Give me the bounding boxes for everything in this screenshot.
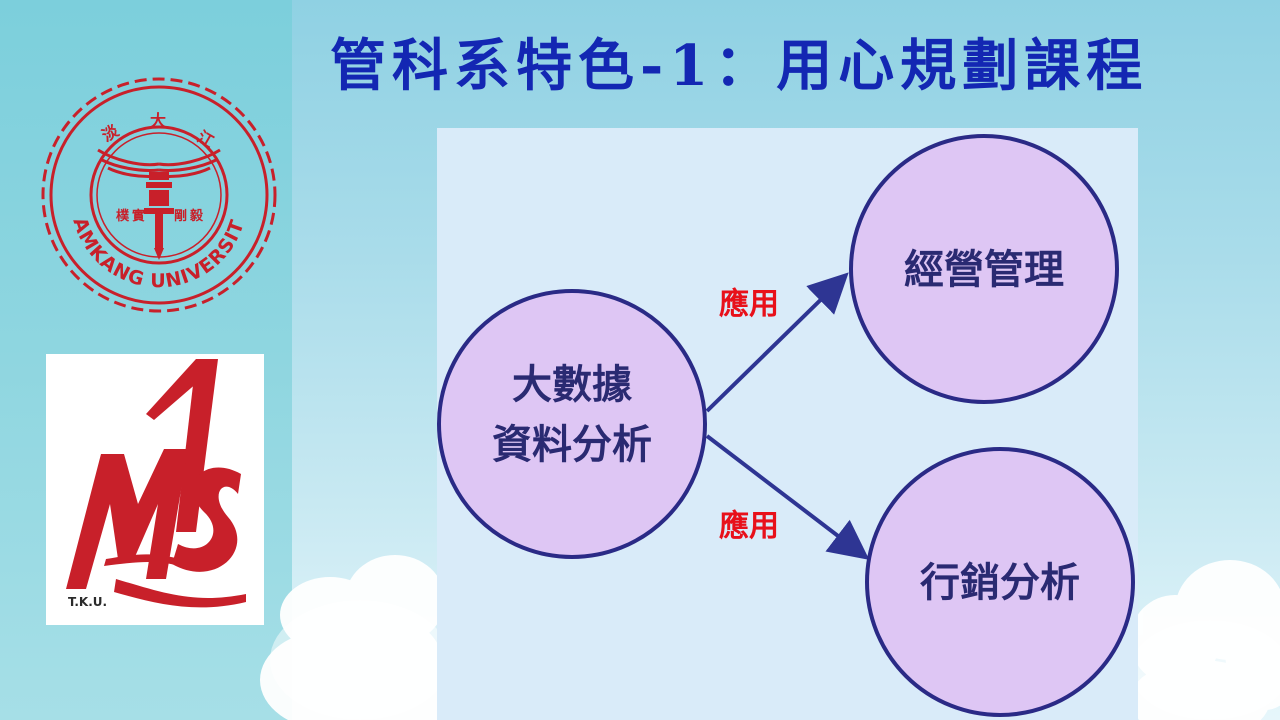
ms-logo-text: T.K.U. <box>68 595 107 609</box>
svg-text:江: 江 <box>194 127 217 151</box>
arrow-to-management <box>705 272 849 413</box>
node-bottom-line-1: 行銷分析 <box>920 560 1080 606</box>
ms-department-logo: T.K.U. <box>46 354 264 625</box>
node-source-line-1: 大數據 <box>512 362 633 408</box>
arrow-to-marketing <box>705 434 870 560</box>
node-marketing-analysis: 行銷分析 <box>865 447 1135 717</box>
node-big-data-analysis: 大數據 資料分析 <box>437 289 707 559</box>
svg-text:樸: 樸 <box>116 208 130 224</box>
ms-logo-graphic: T.K.U. <box>66 359 246 609</box>
node-top-line-1: 經營管理 <box>904 247 1064 293</box>
svg-text:實: 實 <box>132 208 145 224</box>
edge-label-top: 應用 <box>719 287 779 322</box>
svg-text:剛: 剛 <box>174 209 187 224</box>
svg-text:大: 大 <box>150 111 166 130</box>
slide-title: 管科系特色-1：用心規劃課程 <box>330 33 1149 99</box>
tamkang-university-seal-logo: 淡 大 江 樸 實 剛 毅 TAMKANG UNIVERSITY <box>36 72 277 313</box>
diagram-panel: 應用 應用 大數據 資料分析 經營管理 行銷分析 <box>437 128 1138 720</box>
node-source-line-2: 資料分析 <box>492 422 652 468</box>
edge-label-bottom: 應用 <box>719 509 779 544</box>
flow-diagram: 應用 應用 大數據 資料分析 經營管理 行銷分析 <box>437 134 1135 717</box>
node-business-management: 經營管理 <box>849 134 1119 404</box>
svg-text:毅: 毅 <box>189 208 204 224</box>
